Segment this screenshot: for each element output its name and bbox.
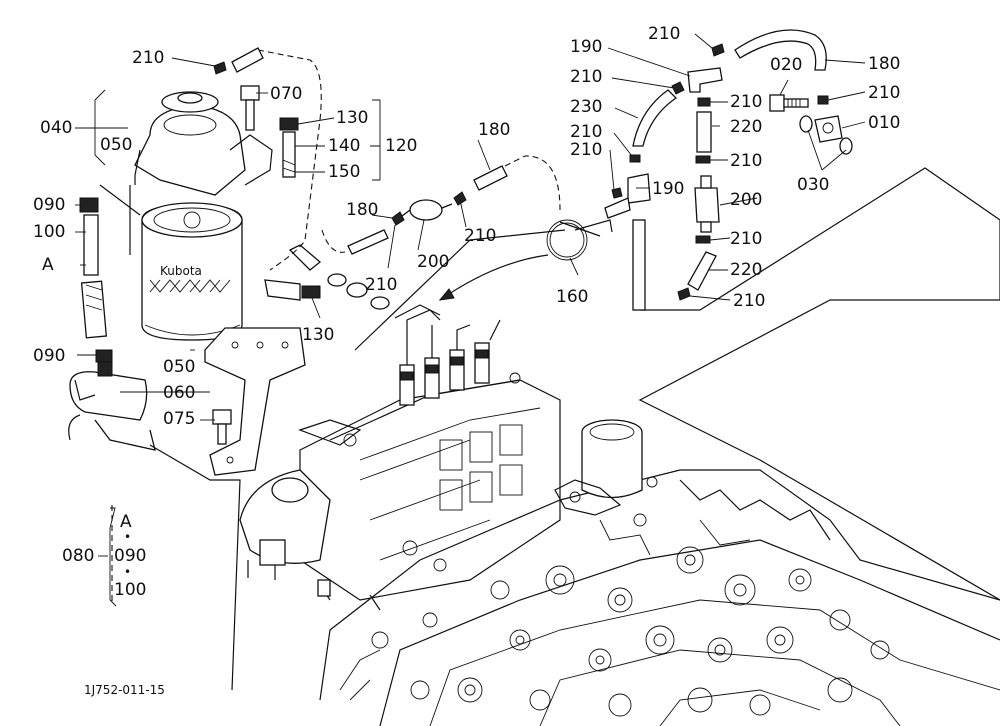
callout-060: 060 <box>163 383 195 403</box>
clamp-band-160 <box>546 219 613 261</box>
callout-210-12: 210 <box>868 83 900 103</box>
assembly-080-number: 080 <box>62 546 94 566</box>
fuel-filter-head-050 <box>134 91 273 196</box>
assembly-080-item-100: 100 <box>114 580 146 600</box>
clamp-210-center <box>391 191 467 226</box>
svg-text:•: • <box>124 565 131 579</box>
callout-210-11: 210 <box>733 291 765 311</box>
callout-210-9: 210 <box>730 151 762 171</box>
callout-130-bottom: 130 <box>302 325 334 345</box>
callout-210-7: 210 <box>570 140 602 160</box>
fuel-filter-200-left <box>395 199 453 221</box>
callout-210-4: 210 <box>648 24 680 44</box>
fitting-assembly-120 <box>279 117 299 178</box>
callout-230: 230 <box>570 97 602 117</box>
pipe-vertical <box>632 219 646 311</box>
callout-090-bottom: 090 <box>33 346 65 366</box>
clamp-090 <box>79 197 113 363</box>
assembly-080-item-090: 090 <box>114 546 146 566</box>
callout-150: 150 <box>328 162 360 182</box>
injection-pump <box>239 309 561 611</box>
assembly-080-legend: 080 A • 090 • 100 <box>62 505 146 605</box>
bracket-060 <box>204 327 306 476</box>
callout-010: 010 <box>868 113 900 133</box>
callout-120: 120 <box>385 136 417 156</box>
callout-180-right: 180 <box>868 54 900 74</box>
callout-160: 160 <box>556 287 588 307</box>
callout-210-8: 210 <box>730 92 762 112</box>
hose-180-right <box>734 29 827 71</box>
tee-fitting-190-mid <box>604 173 651 219</box>
callout-180-mid: 180 <box>478 120 510 140</box>
hose-180-left <box>347 229 389 255</box>
hose-220-bottom <box>687 251 717 291</box>
svg-text:•: • <box>124 530 131 544</box>
callout-210-10: 210 <box>730 229 762 249</box>
callout-220-bottom: 220 <box>730 260 762 280</box>
banjo-010 <box>814 115 843 143</box>
assembly-080-item-A: A <box>120 512 132 532</box>
hose-230 <box>632 89 678 147</box>
clamps-210-right <box>213 43 829 301</box>
callout-075: 075 <box>163 409 195 429</box>
callout-210-2: 210 <box>365 275 397 295</box>
callout-180-left: 180 <box>346 200 378 220</box>
callout-030: 030 <box>797 175 829 195</box>
callout-040: 040 <box>40 118 72 138</box>
callout-220-top: 220 <box>730 117 762 137</box>
callout-200-right: 200 <box>730 190 762 210</box>
banjo-fitting <box>288 244 441 319</box>
callout-210-3: 210 <box>464 226 496 246</box>
long-leader-left <box>99 184 241 691</box>
brand-label: Kubota <box>160 264 202 278</box>
callout-050-bottom: 050 <box>163 357 195 377</box>
bolt-070 <box>240 85 260 131</box>
gasket-030 <box>799 115 853 155</box>
diagram-code: 1J752-011-15 <box>84 683 165 697</box>
arrow-160 <box>439 254 549 301</box>
dashed-routing-center <box>321 155 561 253</box>
fuel-filter-200-right <box>694 175 720 233</box>
callout-100: 100 <box>33 222 65 242</box>
fuel-filter-element-050: Kubota <box>141 202 243 341</box>
callout-A: A <box>42 255 54 275</box>
hose-top-left <box>231 47 264 73</box>
callout-200-left: 200 <box>417 252 449 272</box>
callout-210-6: 210 <box>570 122 602 142</box>
callout-140: 140 <box>328 136 360 156</box>
engine-block <box>319 419 1000 726</box>
callout-190-mid: 190 <box>652 179 684 199</box>
tee-fitting-190-top <box>687 67 723 93</box>
callout-210-5: 210 <box>570 67 602 87</box>
callout-090-top: 090 <box>33 195 65 215</box>
callout-190-top: 190 <box>570 37 602 57</box>
bolt-075 <box>212 409 232 445</box>
leader-pump-to-top <box>354 167 1000 601</box>
leader-lines <box>75 33 866 607</box>
banjo-bolt-020 <box>769 94 809 112</box>
hose-220-top <box>696 111 712 153</box>
callout-labels: 210 070 130 140 120 150 040 050 090 100 … <box>33 24 900 429</box>
callout-020: 020 <box>770 55 802 75</box>
clamp-130-bottom <box>264 279 321 301</box>
hose-100 <box>80 214 108 339</box>
callout-070: 070 <box>270 84 302 104</box>
callout-050-top: 050 <box>100 135 132 155</box>
callout-130-top: 130 <box>336 108 368 128</box>
fuel-feed-pump <box>68 361 156 451</box>
hose-180-mid <box>473 165 508 191</box>
callout-210-1: 210 <box>132 48 164 68</box>
